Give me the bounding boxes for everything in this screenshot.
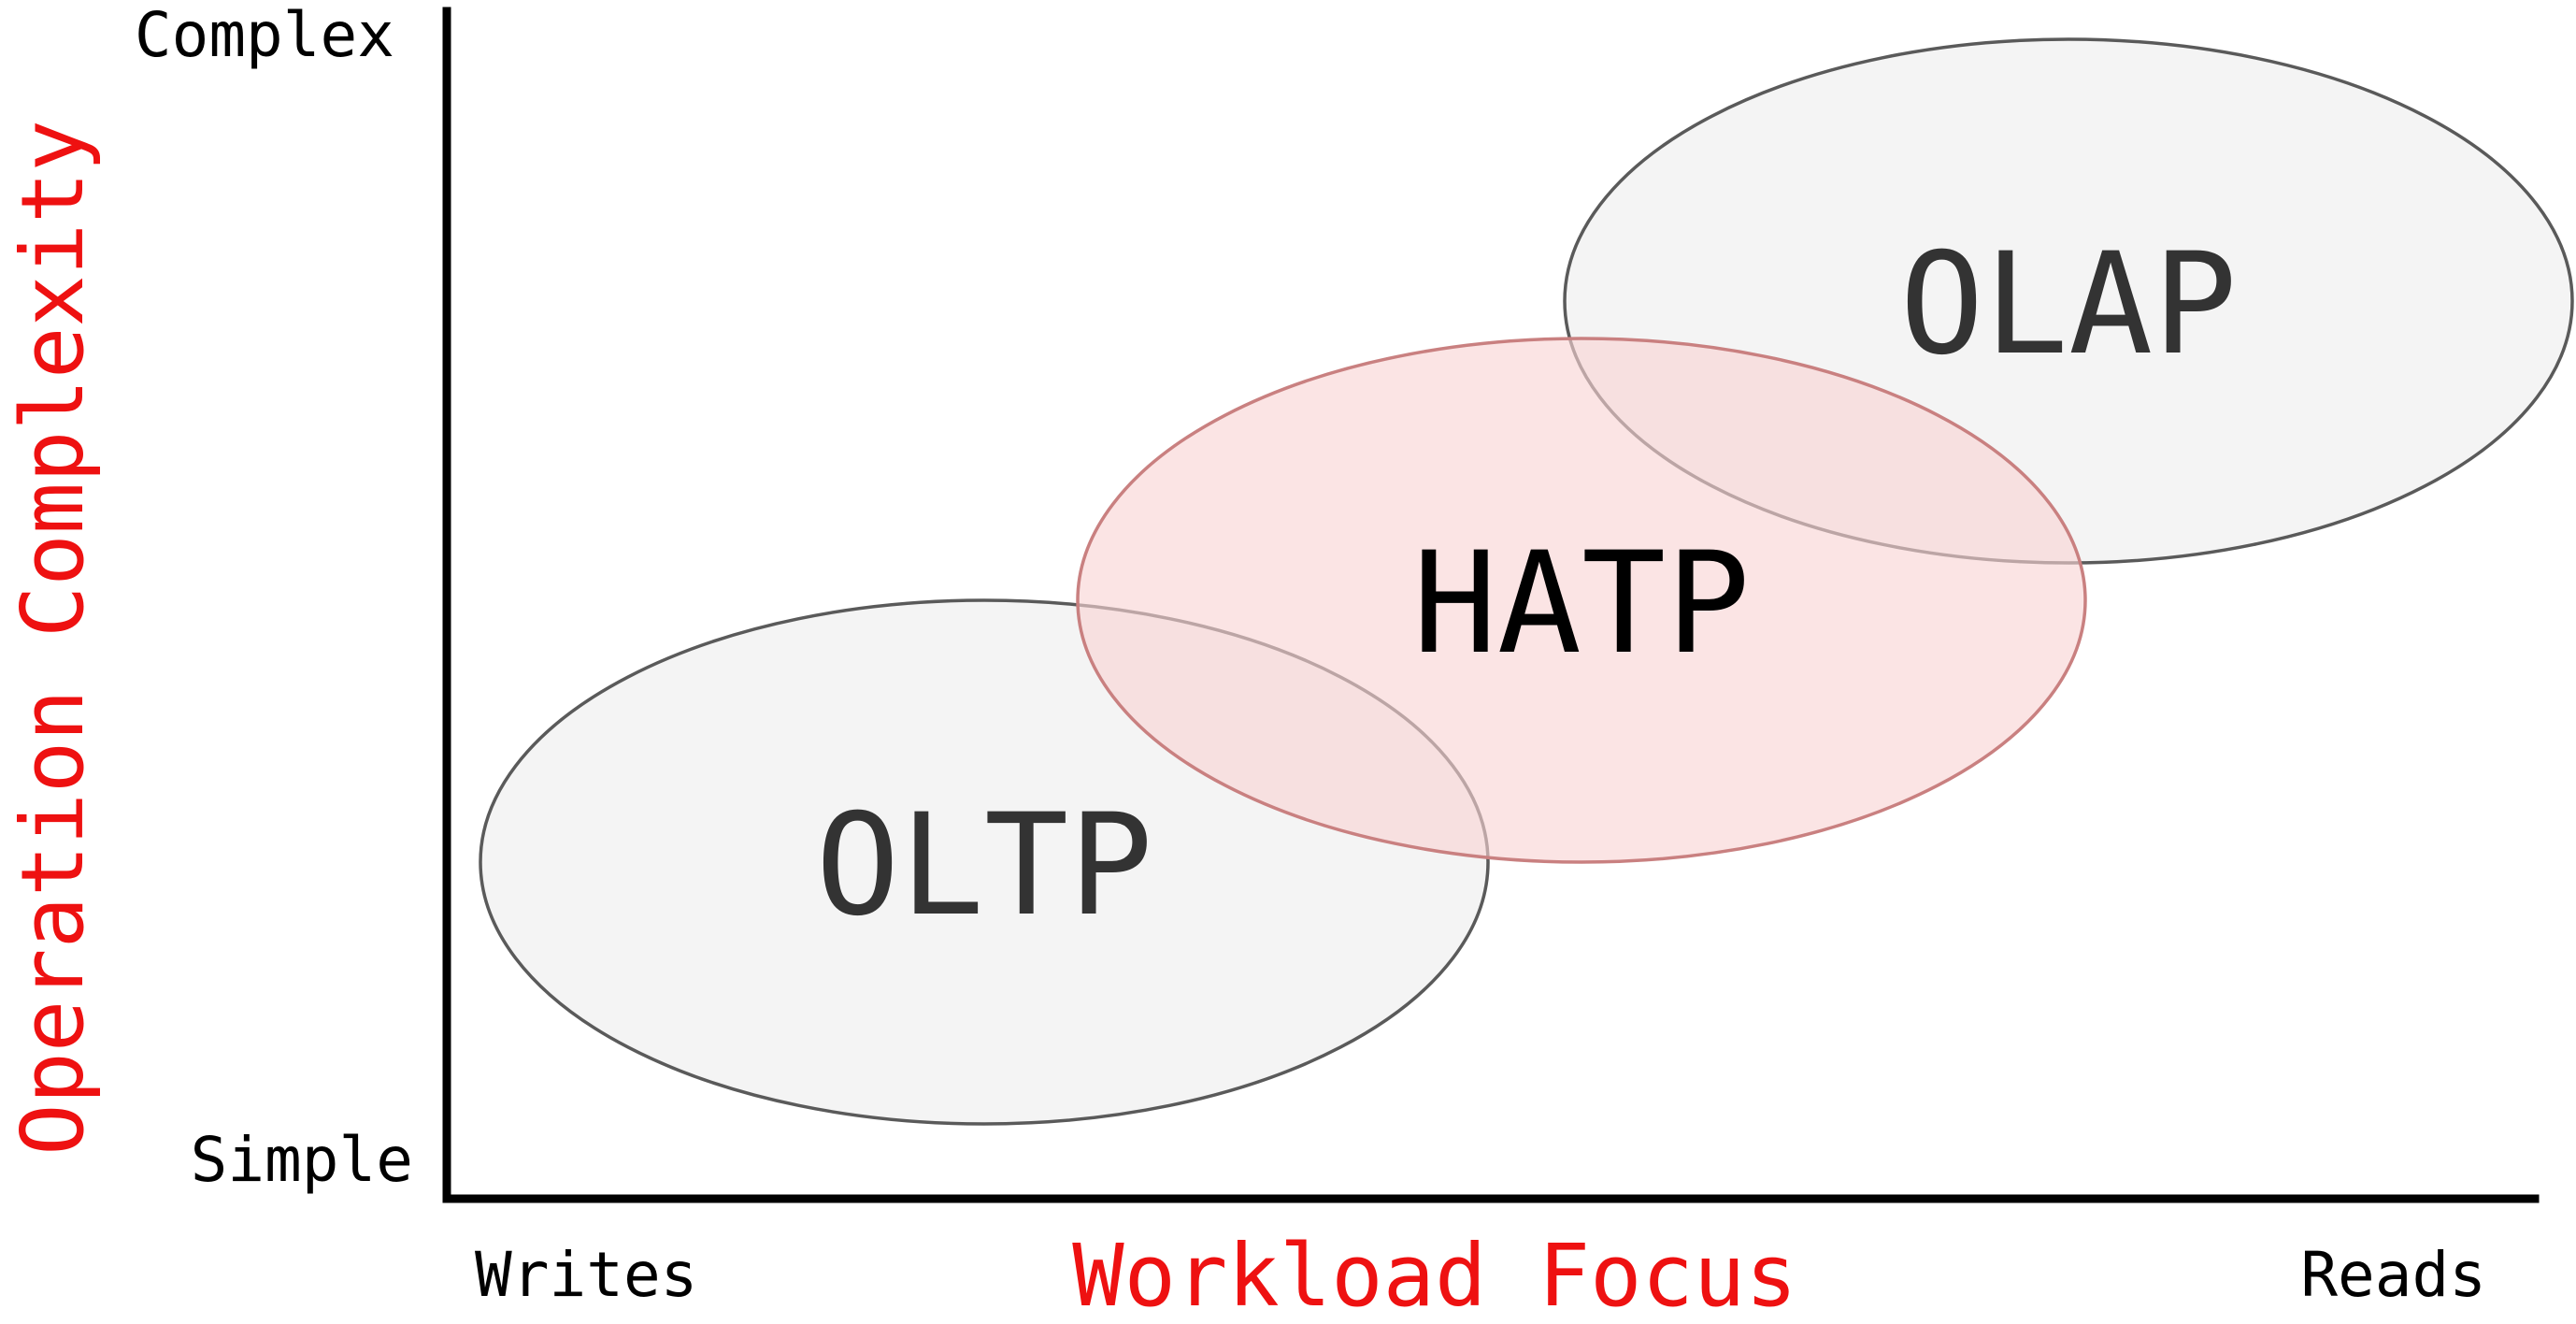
x-axis-left-label: Writes bbox=[475, 1239, 697, 1311]
hatp-ellipse bbox=[1076, 337, 2087, 864]
y-axis-bottom-label: Simple bbox=[191, 1124, 413, 1196]
y-axis-top-label: Complex bbox=[135, 0, 394, 71]
hatp-label: HATP bbox=[1412, 523, 1750, 685]
y-axis-title: Operation Complexity bbox=[3, 120, 103, 1156]
olap-label: OLAP bbox=[1899, 223, 2237, 386]
x-axis-right-label: Reads bbox=[2300, 1239, 2486, 1311]
x-axis-title: Workload Focus bbox=[1072, 1226, 1796, 1324]
oltp-label: OLTP bbox=[815, 784, 1152, 947]
